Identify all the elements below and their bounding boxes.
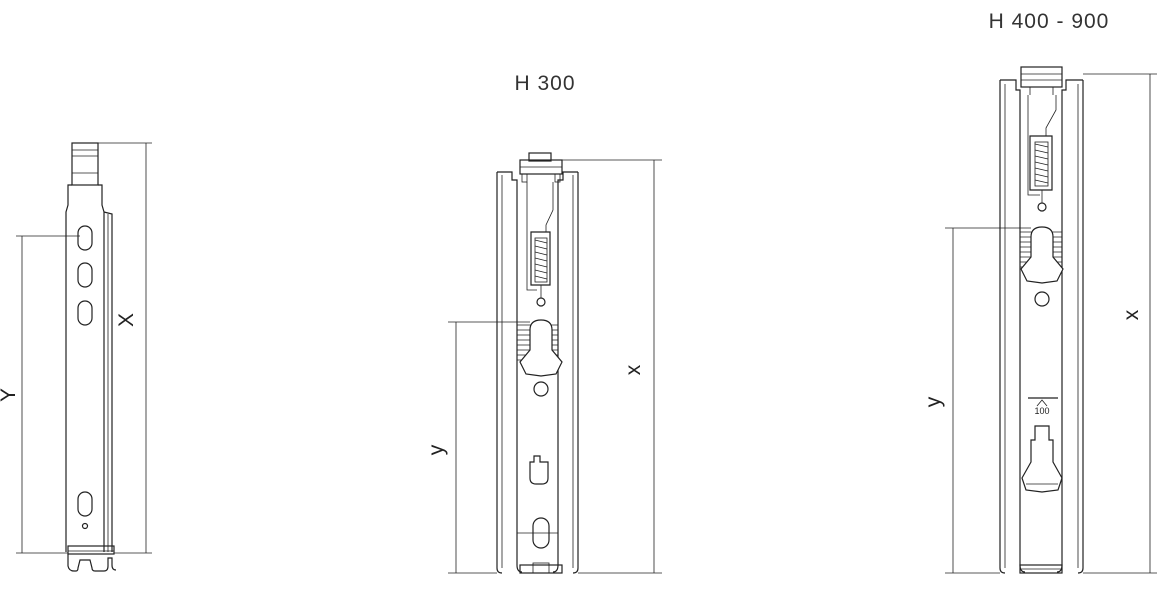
bracket-c-mark-label: 100 bbox=[1034, 406, 1049, 416]
bracket-c-x-label: x bbox=[1120, 309, 1143, 320]
bracket-b-title: H 300 bbox=[514, 72, 575, 95]
bracket-a-y-label: Y bbox=[0, 388, 20, 402]
bracket-b-x-label: x bbox=[622, 364, 645, 375]
bracket-a-x-label: X bbox=[115, 313, 138, 327]
bracket-b-y-label: y bbox=[425, 444, 448, 455]
bracket-h400-900: H 400 - 900 bbox=[922, 10, 1157, 574]
spring-coil bbox=[1034, 141, 1049, 187]
spring-coil bbox=[534, 237, 548, 283]
bracket-h300: H 300 bbox=[425, 72, 662, 574]
bracket-c-y-label: y bbox=[922, 396, 945, 407]
bracket-c-title: H 400 - 900 bbox=[989, 10, 1110, 33]
bracket-side-view: X Y bbox=[0, 142, 152, 572]
